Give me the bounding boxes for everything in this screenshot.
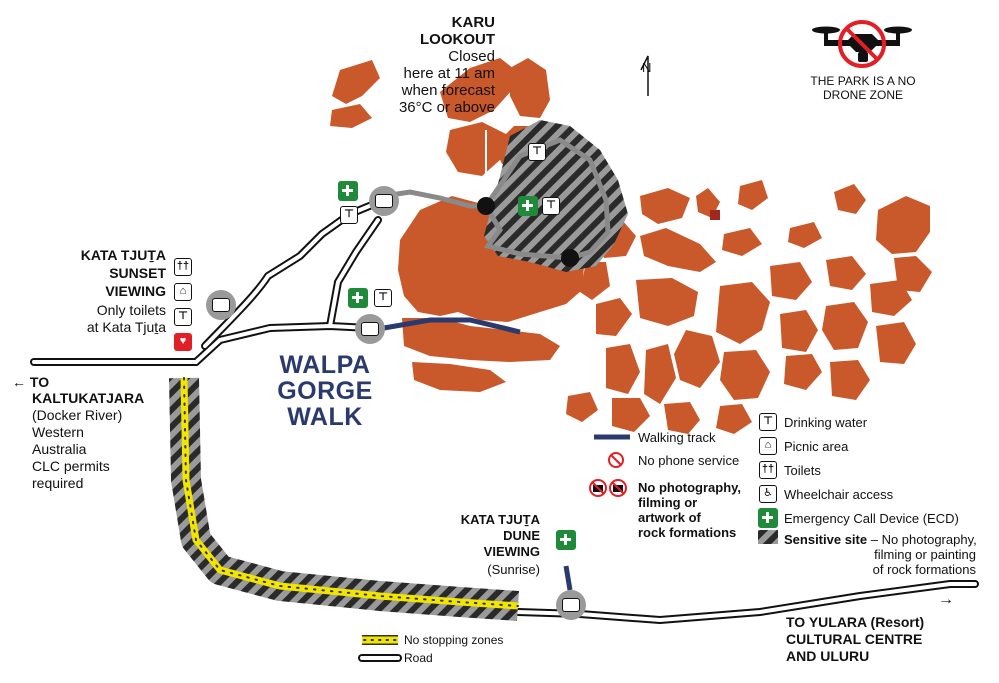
legend-road: Road bbox=[404, 651, 433, 665]
ecd-icon bbox=[556, 530, 576, 550]
drinking-water-icon: ⊤ bbox=[374, 289, 392, 307]
legend-toilets-icon: †† bbox=[759, 461, 777, 479]
lookout-point-1 bbox=[477, 197, 495, 215]
no-drone-icon bbox=[812, 20, 912, 68]
no-photo-icon bbox=[589, 479, 627, 497]
carpark-icon bbox=[355, 314, 385, 344]
no-phone-icon bbox=[608, 452, 624, 468]
legend-walking-track: Walking track bbox=[638, 430, 716, 445]
east-label: TO YULARA (Resort) CULTURAL CENTRE AND U… bbox=[786, 614, 925, 664]
drinking-water-icon: ⊤ bbox=[528, 143, 546, 161]
ecd-icon bbox=[518, 196, 538, 216]
west-note: (Docker River) Western Australia CLC per… bbox=[32, 407, 123, 491]
drone-notice: THE PARK IS A NO DRONE ZONE bbox=[810, 74, 916, 102]
legend-toilets: Toilets bbox=[784, 463, 821, 478]
east-arrow: → bbox=[938, 591, 954, 608]
dune-title: KATA TJUṮA DUNE VIEWING bbox=[460, 512, 540, 559]
legend-picnic-icon: ⌂ bbox=[759, 437, 777, 455]
carpark-icon bbox=[369, 186, 399, 216]
legend-sensitive-more: filming or painting of rock formations bbox=[872, 547, 976, 577]
karu-pointer-head bbox=[480, 180, 492, 192]
legend-drinking-water-icon: ⊤ bbox=[759, 413, 777, 431]
legend-wheelchair: Wheelchair access bbox=[784, 487, 894, 502]
west-title: KALTUKATJARA bbox=[32, 390, 145, 406]
drinking-water-icon: ⊤ bbox=[340, 206, 358, 224]
legend-sensitive: Sensitive site – No photography, bbox=[784, 532, 977, 547]
legend-no-photo: No photography, filming or artwork of ro… bbox=[638, 480, 742, 540]
drinking-water-icon: ⊤ bbox=[542, 197, 560, 215]
legend-ecd-icon bbox=[758, 508, 778, 528]
carpark-icon bbox=[206, 290, 236, 320]
picnic-area-icon: ⌂ bbox=[174, 283, 192, 301]
sunset-note: Only toilets at Kata Tjuṯa bbox=[86, 302, 166, 335]
legend-drinking-water: Drinking water bbox=[784, 415, 868, 430]
legend-wheelchair-icon: ♿ bbox=[759, 485, 777, 503]
toilets-icon: †† bbox=[174, 258, 192, 276]
ecd-icon bbox=[348, 288, 368, 308]
defibrillator-icon: ♥ bbox=[174, 333, 192, 351]
west-arrow: ← TO bbox=[12, 374, 50, 390]
lookout-point-2 bbox=[561, 249, 579, 267]
karu-title: KARU LOOKOUT bbox=[420, 14, 495, 48]
dune-note: (Sunrise) bbox=[487, 562, 540, 577]
legend-ecd: Emergency Call Device (ECD) bbox=[784, 511, 959, 526]
legend-no-stopping: No stopping zones bbox=[404, 633, 504, 647]
legend-picnic: Picnic area bbox=[784, 439, 849, 454]
karu-note: Closed here at 11 am when forecast 36°C … bbox=[398, 48, 495, 116]
north-arrow-icon bbox=[640, 55, 649, 96]
legend-sensitive-swatch bbox=[758, 530, 778, 544]
carpark-icon bbox=[556, 590, 586, 620]
legend-no-phone: No phone service bbox=[638, 453, 740, 468]
sunset-title: KATA TJUṮA SUNSET VIEWING bbox=[80, 247, 166, 299]
walpa-gorge-title: WALPA GORGE WALK bbox=[277, 351, 373, 431]
ecd-icon bbox=[338, 181, 358, 201]
dune-walking-track bbox=[563, 565, 573, 591]
drinking-water-icon: ⊤ bbox=[174, 308, 192, 326]
north-label: N bbox=[642, 60, 652, 75]
small-rock bbox=[710, 210, 720, 220]
walpa-walking-track bbox=[383, 317, 521, 335]
valley-walk-paths bbox=[383, 137, 611, 261]
